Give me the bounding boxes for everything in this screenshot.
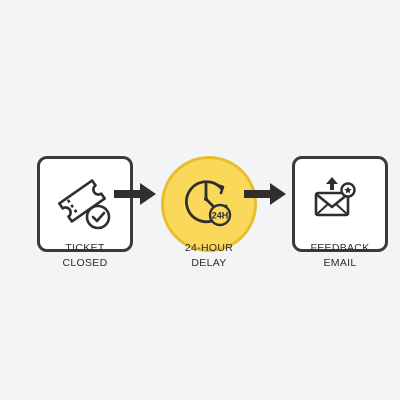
label-line: 24-HOUR — [184, 242, 234, 254]
label-line: EMAIL — [323, 257, 357, 269]
step-label-24-hour-delay: 24-HOUR DELAY — [149, 241, 269, 271]
label-line: CLOSED — [62, 257, 108, 269]
step-24-hour-delay: 24H — [161, 156, 257, 252]
clock-24h-icon: 24H — [185, 180, 232, 227]
arrow-right-icon — [114, 183, 156, 205]
step-feedback-email — [292, 156, 388, 252]
delay-badge-text: 24H — [212, 211, 229, 221]
email-star-icon — [314, 177, 356, 217]
step-label-ticket-closed: TICKET CLOSED — [25, 241, 145, 271]
label-line: TICKET — [65, 242, 105, 254]
ticket-check-icon — [58, 179, 111, 230]
step-ticket-closed — [37, 156, 133, 252]
arrow-right-icon — [244, 183, 286, 205]
label-line: DELAY — [191, 257, 227, 269]
label-line: FEEDBACK — [310, 242, 370, 254]
step-label-feedback-email: FEEDBACK EMAIL — [280, 241, 400, 271]
